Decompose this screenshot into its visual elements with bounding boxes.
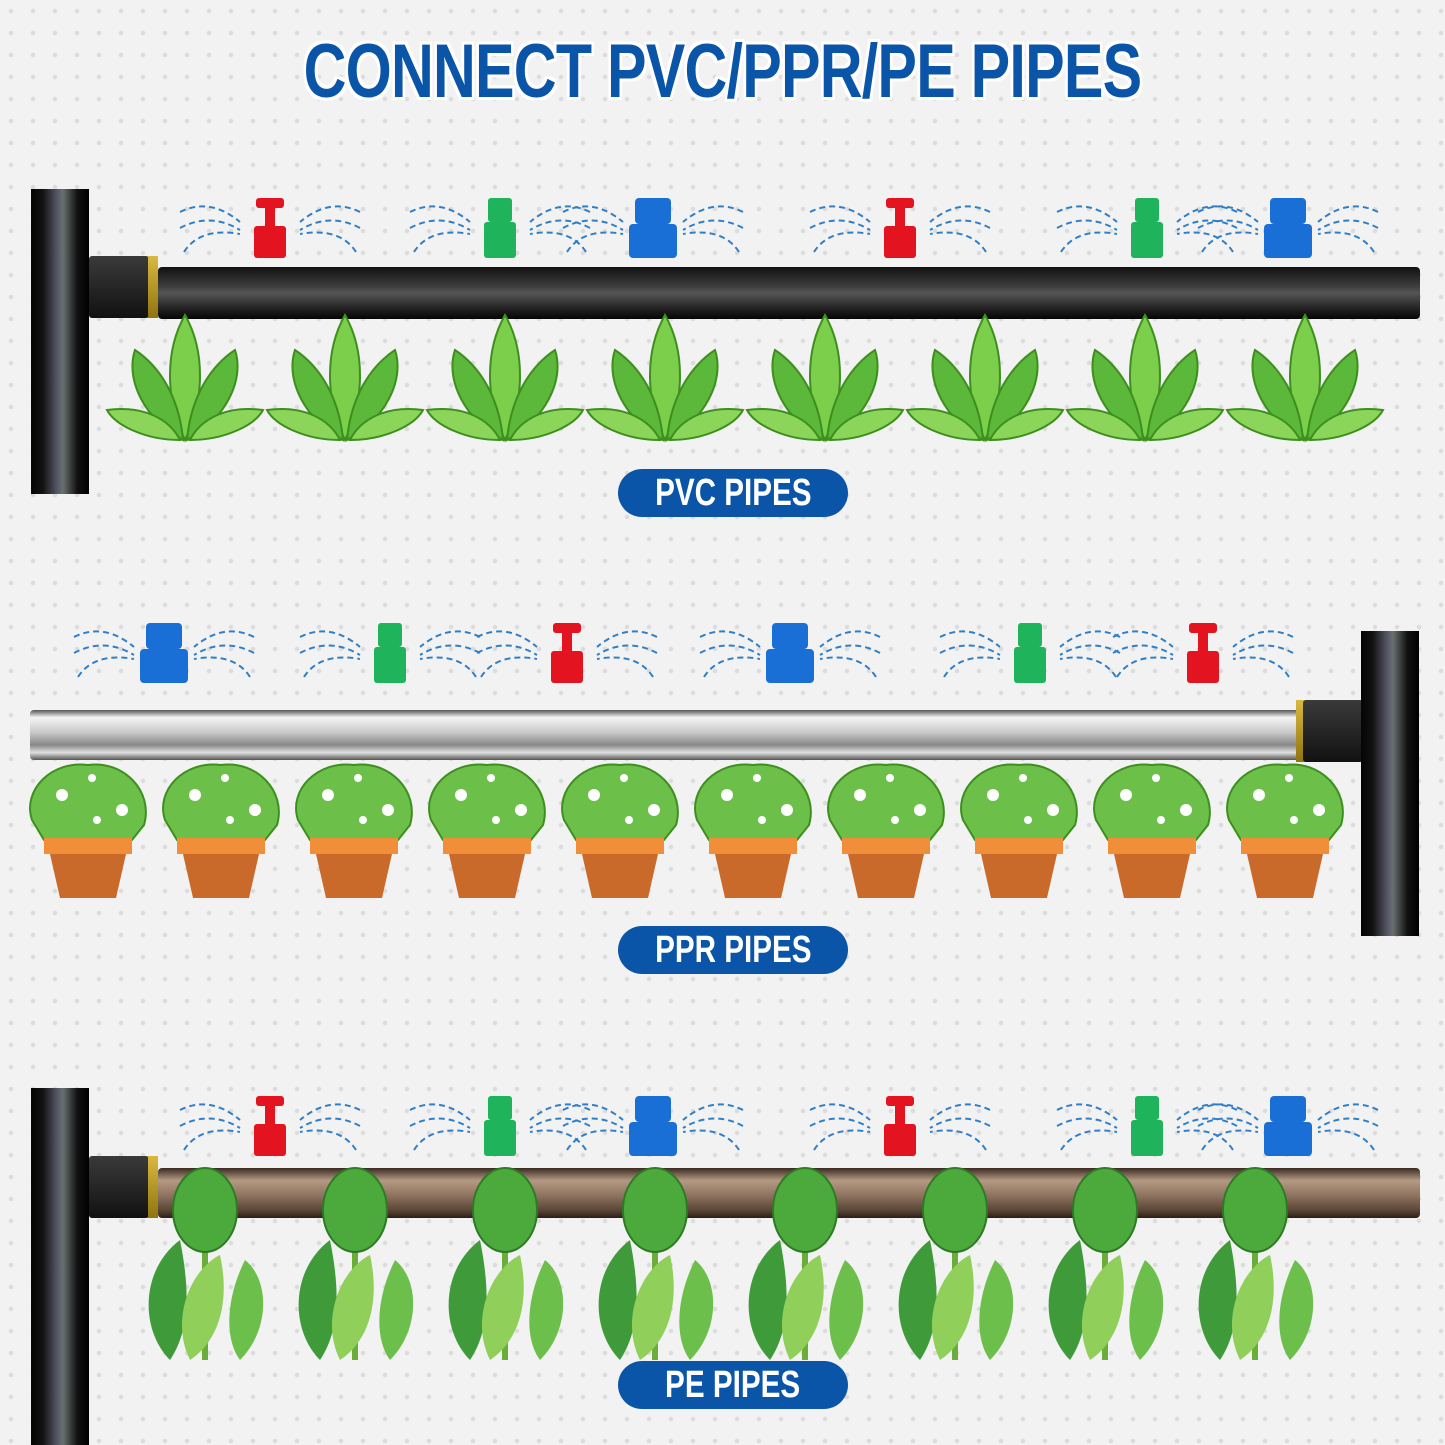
plant-icon xyxy=(1065,310,1225,450)
vertical-pipe-left xyxy=(31,189,89,494)
pvc-pipe xyxy=(158,267,1420,319)
plant-icon xyxy=(905,310,1065,450)
plant-icon xyxy=(1086,750,1219,905)
page-title: CONNECT PVC/PPR/PE PIPES xyxy=(303,29,1143,114)
vertical-pipe-right xyxy=(1361,631,1419,936)
brass-ring xyxy=(1296,700,1306,762)
blue-sprinkler-nozzle-icon xyxy=(1188,192,1388,267)
green-sprinkler-nozzle-icon xyxy=(400,1090,600,1165)
plant-icon xyxy=(105,310,265,450)
plant-icon xyxy=(1180,1160,1330,1375)
blue-sprinkler-nozzle-icon xyxy=(1188,1090,1388,1165)
plant-icon xyxy=(1030,1160,1180,1375)
green-sprinkler-nozzle-icon xyxy=(290,617,490,692)
blue-sprinkler-nozzle-icon xyxy=(64,617,264,692)
red-sprinkler-nozzle-icon xyxy=(170,1090,370,1165)
plant-icon xyxy=(421,750,554,905)
red-sprinkler-nozzle-icon xyxy=(800,192,1000,267)
plant-icon xyxy=(580,1160,730,1375)
plant-icon xyxy=(425,310,585,450)
plant-icon xyxy=(22,750,155,905)
plant-icon xyxy=(1225,310,1385,450)
pe-pipes-label: PE PIPES xyxy=(618,1361,848,1409)
brass-ring xyxy=(148,256,158,318)
green-sprinkler-nozzle-icon xyxy=(1047,192,1247,267)
plant-row xyxy=(105,310,1385,450)
green-sprinkler-nozzle-icon xyxy=(400,192,600,267)
ppr-pipe xyxy=(30,710,1302,760)
blue-sprinkler-nozzle-icon xyxy=(553,192,753,267)
ppr-pipes-label: PPR PIPES xyxy=(618,926,848,974)
red-sprinkler-nozzle-icon xyxy=(467,617,667,692)
plant-row xyxy=(22,750,1352,905)
plant-icon xyxy=(265,310,425,450)
plant-icon xyxy=(820,750,953,905)
plant-icon xyxy=(730,1160,880,1375)
vertical-pipe-left xyxy=(31,1088,89,1445)
red-sprinkler-nozzle-icon xyxy=(800,1090,1000,1165)
green-sprinkler-nozzle-icon xyxy=(930,617,1130,692)
blue-sprinkler-nozzle-icon xyxy=(553,1090,753,1165)
plant-icon xyxy=(430,1160,580,1375)
plant-icon xyxy=(130,1160,280,1375)
pvc-pipes-label: PVC PIPES xyxy=(618,469,848,517)
blue-sprinkler-nozzle-icon xyxy=(690,617,890,692)
plant-icon xyxy=(554,750,687,905)
plant-icon xyxy=(880,1160,1030,1375)
pipe-coupler xyxy=(1303,700,1363,762)
plant-icon xyxy=(745,310,905,450)
green-sprinkler-nozzle-icon xyxy=(1047,1090,1247,1165)
plant-row xyxy=(130,1160,1330,1375)
red-sprinkler-nozzle-icon xyxy=(170,192,370,267)
plant-icon xyxy=(585,310,745,450)
plant-icon xyxy=(953,750,1086,905)
plant-icon xyxy=(280,1160,430,1375)
plant-icon xyxy=(155,750,288,905)
pipe-coupler xyxy=(89,1156,149,1218)
plant-icon xyxy=(288,750,421,905)
brass-ring xyxy=(148,1156,158,1218)
plant-icon xyxy=(687,750,820,905)
pipe-coupler xyxy=(89,256,149,318)
red-sprinkler-nozzle-icon xyxy=(1103,617,1303,692)
plant-icon xyxy=(1219,750,1352,905)
